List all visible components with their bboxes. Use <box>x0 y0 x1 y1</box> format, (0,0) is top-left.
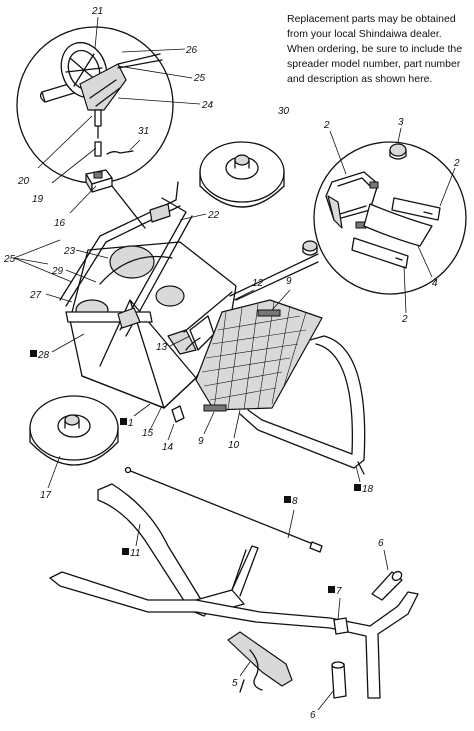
callout-16: 16 <box>54 218 66 229</box>
note-line: from your local Shindaiwa dealer. <box>287 28 442 40</box>
callout-30: 30 <box>278 106 290 117</box>
wheel-17 <box>29 395 119 466</box>
cable-clip-5 <box>227 631 293 693</box>
callout-2-right: 2 <box>453 158 460 169</box>
callout-14: 14 <box>162 442 174 453</box>
hopper-assembly <box>59 181 237 423</box>
callout-1: 1 <box>128 418 134 429</box>
callout-19: 19 <box>32 194 44 205</box>
callout-9: 9 <box>286 276 292 287</box>
rod-8 <box>124 466 323 553</box>
callout-26: 26 <box>185 45 198 56</box>
callout-4: 4 <box>432 278 438 289</box>
note-line: When ordering, be sure to include the <box>287 43 463 55</box>
callout-20: 20 <box>17 176 30 187</box>
callout-labels: 21 26 25 24 20 19 31 16 30 22 23 25 29 2… <box>3 6 460 721</box>
callout-leaders <box>13 213 389 711</box>
handle-bracket-18 <box>239 335 366 475</box>
note-line: Replacement parts may be obtained <box>287 13 456 25</box>
upper-handle-7 <box>49 545 419 699</box>
note-line: and description as shown here. <box>287 73 433 85</box>
callout-17: 17 <box>40 490 52 501</box>
note-line: spreader model number, part number <box>287 58 461 70</box>
callout-31: 31 <box>138 126 149 137</box>
callout-25: 25 <box>193 73 206 84</box>
screen-grate <box>195 299 323 412</box>
callout-2: 2 <box>323 120 330 131</box>
callout-23: 23 <box>63 246 76 257</box>
square-markers <box>30 350 361 593</box>
callout-11: 11 <box>130 548 140 559</box>
callout-12: 12 <box>252 278 264 289</box>
callout-6: 6 <box>378 538 384 549</box>
callout-24: 24 <box>201 100 214 111</box>
gear-detail-circle <box>16 16 201 214</box>
callout-25-lower: 25 <box>3 254 16 265</box>
gate-detail-circle <box>302 127 467 314</box>
callout-7: 7 <box>336 586 342 597</box>
callout-9-lower: 9 <box>198 436 204 447</box>
grip-6-lower <box>331 661 347 699</box>
callout-27: 27 <box>29 290 42 301</box>
callout-29: 29 <box>51 266 64 277</box>
callout-13: 13 <box>156 342 168 353</box>
grip-6-upper <box>371 570 403 601</box>
callout-6-lower: 6 <box>310 710 316 721</box>
replacement-parts-note: Replacement parts may be obtained from y… <box>287 12 467 87</box>
callout-8: 8 <box>292 496 298 507</box>
callout-2-bottom: 2 <box>401 314 408 325</box>
wheel-30 <box>199 141 285 208</box>
callout-15: 15 <box>142 428 154 439</box>
callout-22: 22 <box>207 210 220 221</box>
callout-28: 28 <box>37 350 50 361</box>
callout-10: 10 <box>228 440 240 451</box>
callout-21: 21 <box>91 6 103 17</box>
callout-5: 5 <box>232 678 238 689</box>
callout-3: 3 <box>398 117 404 128</box>
callout-18: 18 <box>362 484 374 495</box>
